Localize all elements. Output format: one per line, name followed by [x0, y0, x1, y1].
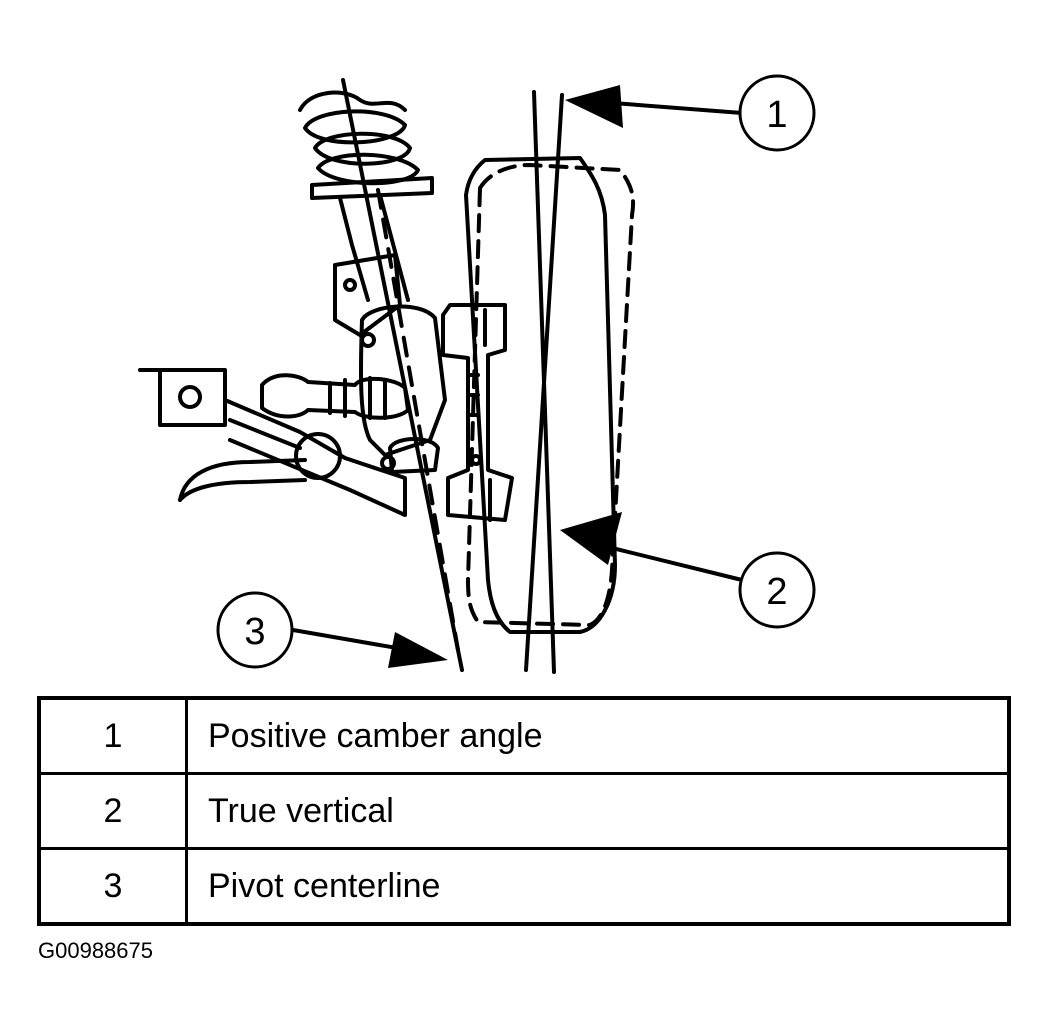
- legend-number: 3: [37, 847, 188, 926]
- tie-rod-boot: [260, 373, 410, 420]
- knuckle-bolt: [360, 332, 376, 348]
- bracket-bolt: [343, 278, 357, 292]
- callout-circle-3: [216, 591, 294, 669]
- callout-number-2: 2: [766, 571, 787, 613]
- leader-line-2: [598, 543, 744, 582]
- arrow-1: [565, 85, 623, 128]
- camber-diagram: 1 2 3: [138, 74, 816, 674]
- frame-mount: [138, 368, 227, 427]
- callout-number-3: 3: [244, 611, 265, 653]
- tire-cambered: [464, 156, 617, 634]
- legend-row: 2 True vertical: [37, 772, 1011, 850]
- steering-knuckle: [358, 304, 447, 457]
- legend-table: 1 Positive camber angle 2 True vertical …: [37, 696, 1011, 926]
- legend-label: Positive camber angle: [185, 696, 1011, 775]
- arrow-2: [560, 512, 622, 565]
- strut-tube: [338, 193, 410, 302]
- knuckle-lower-arm: [388, 437, 440, 474]
- arrow-3: [388, 632, 448, 668]
- lower-bolt: [380, 455, 396, 471]
- figure-id: G00988675: [38, 938, 153, 963]
- frame-mount-bolt: [178, 385, 202, 409]
- callout-circle-1: [738, 74, 816, 152]
- pivot-centerline: [341, 78, 464, 672]
- callout-number-1: 1: [766, 94, 787, 136]
- legend-number: 2: [37, 772, 188, 850]
- lower-control-arm: [223, 398, 407, 517]
- tire-vertical: [466, 163, 636, 627]
- legend-label: True vertical: [185, 772, 1011, 850]
- legend-number: 1: [37, 696, 188, 775]
- legend-label: Pivot centerline: [185, 847, 1011, 926]
- leader-line-1: [598, 100, 744, 115]
- coil-spring: [298, 90, 420, 186]
- strut-bracket: [333, 253, 402, 337]
- true-vertical-line: [532, 90, 556, 674]
- legend-row: 1 Positive camber angle: [37, 696, 1011, 775]
- spring-seat: [310, 176, 434, 200]
- pivot-centerline-dashed: [376, 188, 460, 652]
- callout-circle-2: [738, 551, 816, 629]
- legend-row: 3 Pivot centerline: [37, 847, 1011, 926]
- stabilizer-bar: [178, 432, 342, 502]
